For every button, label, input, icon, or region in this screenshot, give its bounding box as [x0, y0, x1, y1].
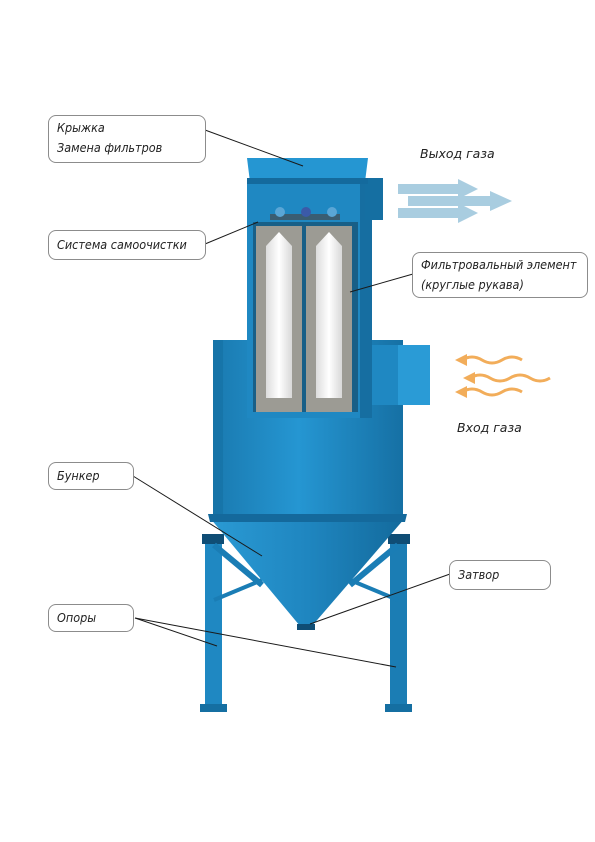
- lid: [247, 158, 368, 182]
- support-foot-left: [200, 704, 227, 712]
- gas-in-wave-2: [469, 373, 551, 383]
- callout-filter-element-line2: (круглые рукава): [421, 277, 524, 292]
- gas-out-arrow-2: [408, 191, 512, 211]
- filter-bag-left: [266, 232, 292, 398]
- callout-lid-line1: Крыжка: [57, 120, 105, 135]
- leader-gate: [309, 573, 451, 625]
- callout-gate-text: Затвор: [458, 567, 500, 582]
- callout-supports: Опоры: [48, 604, 134, 632]
- gas-in-wave-1: [461, 355, 523, 365]
- upper-housing-right: [360, 178, 372, 418]
- filter-elements: [256, 226, 352, 412]
- callout-gate: Затвор: [449, 560, 551, 590]
- callout-lid-line2: Замена фильтров: [57, 140, 163, 155]
- gas-in-wave-3: [461, 387, 523, 397]
- filter-bag-right: [316, 232, 342, 398]
- body-left-shadow: [213, 340, 223, 520]
- support-leg-left: [205, 540, 222, 710]
- leader-supports-2: [134, 617, 397, 668]
- hopper-cone: [210, 518, 405, 626]
- gas-out-label: Выход газа: [420, 146, 495, 161]
- support-cap-left: [202, 534, 224, 544]
- gate-valve: [297, 624, 315, 630]
- callout-self-cleaning: Система самоочистки: [48, 230, 206, 260]
- support-cap-right: [388, 534, 410, 544]
- callout-supports-text: Опоры: [57, 610, 97, 625]
- gas-in-head-3: [455, 386, 467, 398]
- nozzle-3: [327, 207, 337, 217]
- callout-hopper-text: Бункер: [57, 468, 100, 483]
- callout-lid: Крыжка Замена фильтров: [48, 115, 206, 163]
- brace-right-2: [349, 578, 399, 602]
- gas-in-arrowheads: [455, 354, 475, 398]
- leader-supports-1: [134, 617, 218, 647]
- gas-in-label: Вход газа: [457, 420, 522, 435]
- self-cleaning-nozzles: [270, 207, 340, 220]
- brace-left-2: [213, 578, 263, 602]
- callout-self-cleaning-text: Система самоочистки: [57, 237, 187, 252]
- nozzle-1: [275, 207, 285, 217]
- inlet-duct-face: [398, 345, 430, 405]
- hopper-rim: [208, 514, 407, 522]
- gas-in-head-2: [463, 372, 475, 384]
- nozzle-2: [301, 207, 311, 217]
- supports: [200, 534, 412, 712]
- callout-filter-element: Фильтровальный элемент (круглые рукава): [412, 252, 588, 298]
- gas-out-arrows: [398, 179, 512, 223]
- leader-lid: [204, 129, 304, 167]
- support-leg-right: [390, 540, 407, 710]
- callout-hopper: Бункер: [48, 462, 134, 490]
- gas-out-arrow-3: [398, 203, 478, 223]
- support-foot-right: [385, 704, 412, 712]
- leader-self-cleaning: [204, 221, 259, 245]
- gas-out-arrow-1: [398, 179, 478, 199]
- leader-lines: [132, 129, 451, 668]
- outlet-flange: [365, 178, 383, 220]
- gas-in-head-1: [455, 354, 467, 366]
- callout-filter-element-line1: Фильтровальный элемент: [421, 257, 577, 272]
- leader-filter-element: [349, 273, 414, 293]
- manifold: [270, 214, 340, 220]
- brace-right: [348, 542, 400, 588]
- brace-left: [212, 542, 264, 588]
- gas-in-arrows: [461, 355, 551, 397]
- lid-edge: [247, 178, 368, 184]
- leader-hopper: [132, 475, 263, 557]
